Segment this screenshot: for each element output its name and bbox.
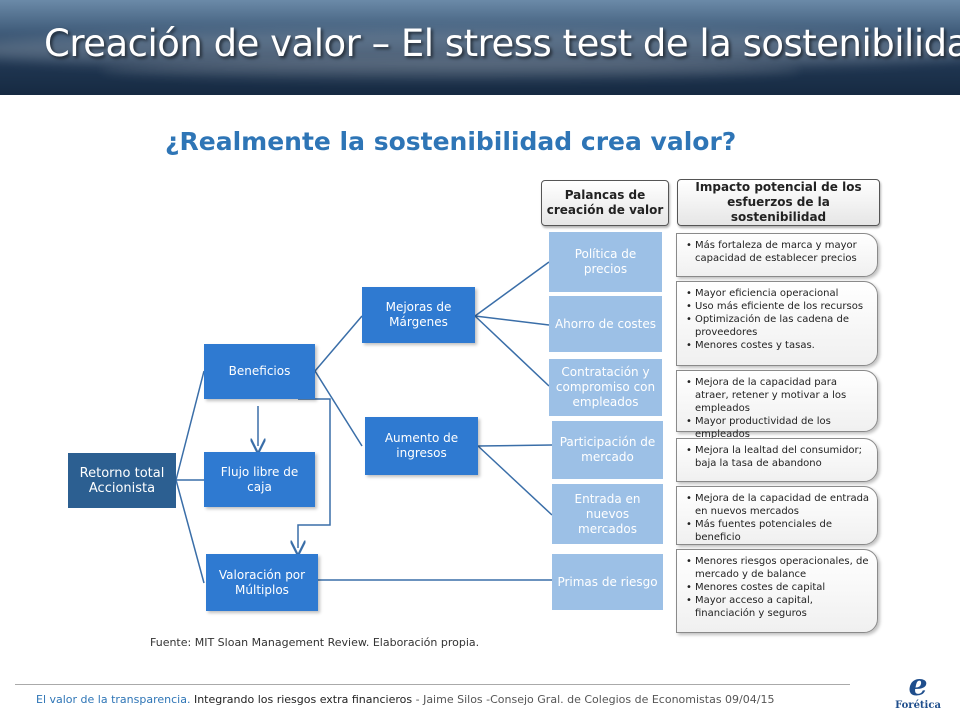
node-sub-ingresos: Aumento de ingresos bbox=[365, 417, 478, 475]
connector-root-valoracion bbox=[175, 479, 205, 584]
node-driver-beneficios: Beneficios bbox=[204, 344, 315, 399]
node-lever-ahorro: Ahorro de costes bbox=[549, 296, 662, 352]
banner-wave bbox=[0, 30, 960, 70]
connector-beneficios-margenes bbox=[314, 315, 363, 372]
impact-item: Menores riesgos operacionales, de mercad… bbox=[686, 555, 871, 581]
impact-item: Optimización de las cadena de proveedore… bbox=[686, 313, 871, 339]
node-driver-valoracion: Valoración por Múltiplos bbox=[206, 554, 318, 611]
source-note: Fuente: MIT Sloan Management Review. Ela… bbox=[150, 636, 480, 649]
node-lever-entrada: Entrada en nuevos mercados bbox=[552, 484, 663, 544]
footer-part-2: Integrando los riesgos extra financieros bbox=[193, 693, 413, 706]
impact-box-precios: Más fortaleza de marca y mayor capacidad… bbox=[676, 233, 878, 277]
footer-text: El valor de la transparencia. Integrando… bbox=[36, 693, 774, 706]
impact-item: Mayor eficiencia operacional bbox=[686, 287, 871, 300]
connector-ingresos-participacion bbox=[477, 444, 553, 447]
connector-ingresos-entrada bbox=[477, 445, 553, 516]
connector-margenes-ahorro bbox=[474, 315, 550, 326]
impact-item: Menores costes y tasas. bbox=[686, 339, 871, 352]
impact-box-contratacion: Mejora de la capacidad para atraer, rete… bbox=[676, 370, 878, 440]
impact-item: Uso más eficiente de los recursos bbox=[686, 300, 871, 313]
logo-name: Forética bbox=[895, 700, 941, 711]
column-header-impact: Impacto potencial de los esfuerzos de la… bbox=[677, 179, 880, 226]
node-lever-primas: Primas de riesgo bbox=[552, 554, 663, 610]
footer-part-1: El valor de la transparencia. bbox=[36, 693, 191, 706]
impact-item: Más fortaleza de marca y mayor capacidad… bbox=[686, 239, 871, 265]
node-lever-contratacion: Contratación y compromiso con empleados bbox=[549, 359, 662, 416]
impact-item: Mejora de la capacidad de entrada en nue… bbox=[686, 492, 871, 518]
banner-wave bbox=[100, 60, 800, 80]
node-root: Retorno total Accionista bbox=[68, 453, 176, 508]
connector-beneficios-ingresos bbox=[314, 370, 363, 447]
node-lever-participacion: Participación de mercado bbox=[552, 421, 663, 479]
node-sub-margenes: Mejoras de Márgenes bbox=[362, 287, 475, 343]
impact-item: Mayor productividad de los empleados bbox=[686, 415, 871, 441]
node-driver-flujo: Flujo libre de caja bbox=[204, 452, 315, 507]
footer-divider bbox=[15, 684, 850, 685]
connector-margenes-precios bbox=[474, 261, 550, 317]
node-lever-precios: Política de precios bbox=[549, 232, 662, 292]
impact-box-ahorro: Mayor eficiencia operacional Uso más efi… bbox=[676, 281, 878, 366]
header-banner: Creación de valor – El stress test de la… bbox=[0, 0, 960, 95]
logo-mark: e bbox=[908, 668, 928, 703]
impact-item: Mayor acceso a capital, financiación y s… bbox=[686, 594, 871, 620]
slide-subtitle: ¿Realmente la sostenibilidad crea valor? bbox=[165, 127, 737, 156]
footer-part-3: - Jaime Silos -Consejo Gral. de Colegios… bbox=[415, 693, 775, 706]
impact-box-participacion: Mejora la lealtad del consumidor; baja l… bbox=[676, 438, 878, 482]
impact-item: Más fuentes potenciales de beneficio bbox=[686, 518, 871, 544]
impact-item: Mejora la lealtad del consumidor; baja l… bbox=[686, 444, 871, 470]
connector-root-beneficios bbox=[175, 370, 205, 481]
impact-box-primas: Menores riesgos operacionales, de mercad… bbox=[676, 549, 878, 633]
impact-item: Mejora de la capacidad para atraer, rete… bbox=[686, 376, 871, 415]
impact-item: Menores costes de capital bbox=[686, 581, 871, 594]
connector-margenes-contratacion bbox=[474, 315, 550, 387]
foretica-logo: e Forética bbox=[888, 668, 948, 717]
column-header-levers: Palancas de creación de valor bbox=[541, 180, 669, 226]
arrow-to-valoracion bbox=[298, 398, 331, 548]
impact-box-entrada: Mejora de la capacidad de entrada en nue… bbox=[676, 486, 878, 545]
slide-title: Creación de valor – El stress test de la… bbox=[44, 22, 960, 65]
